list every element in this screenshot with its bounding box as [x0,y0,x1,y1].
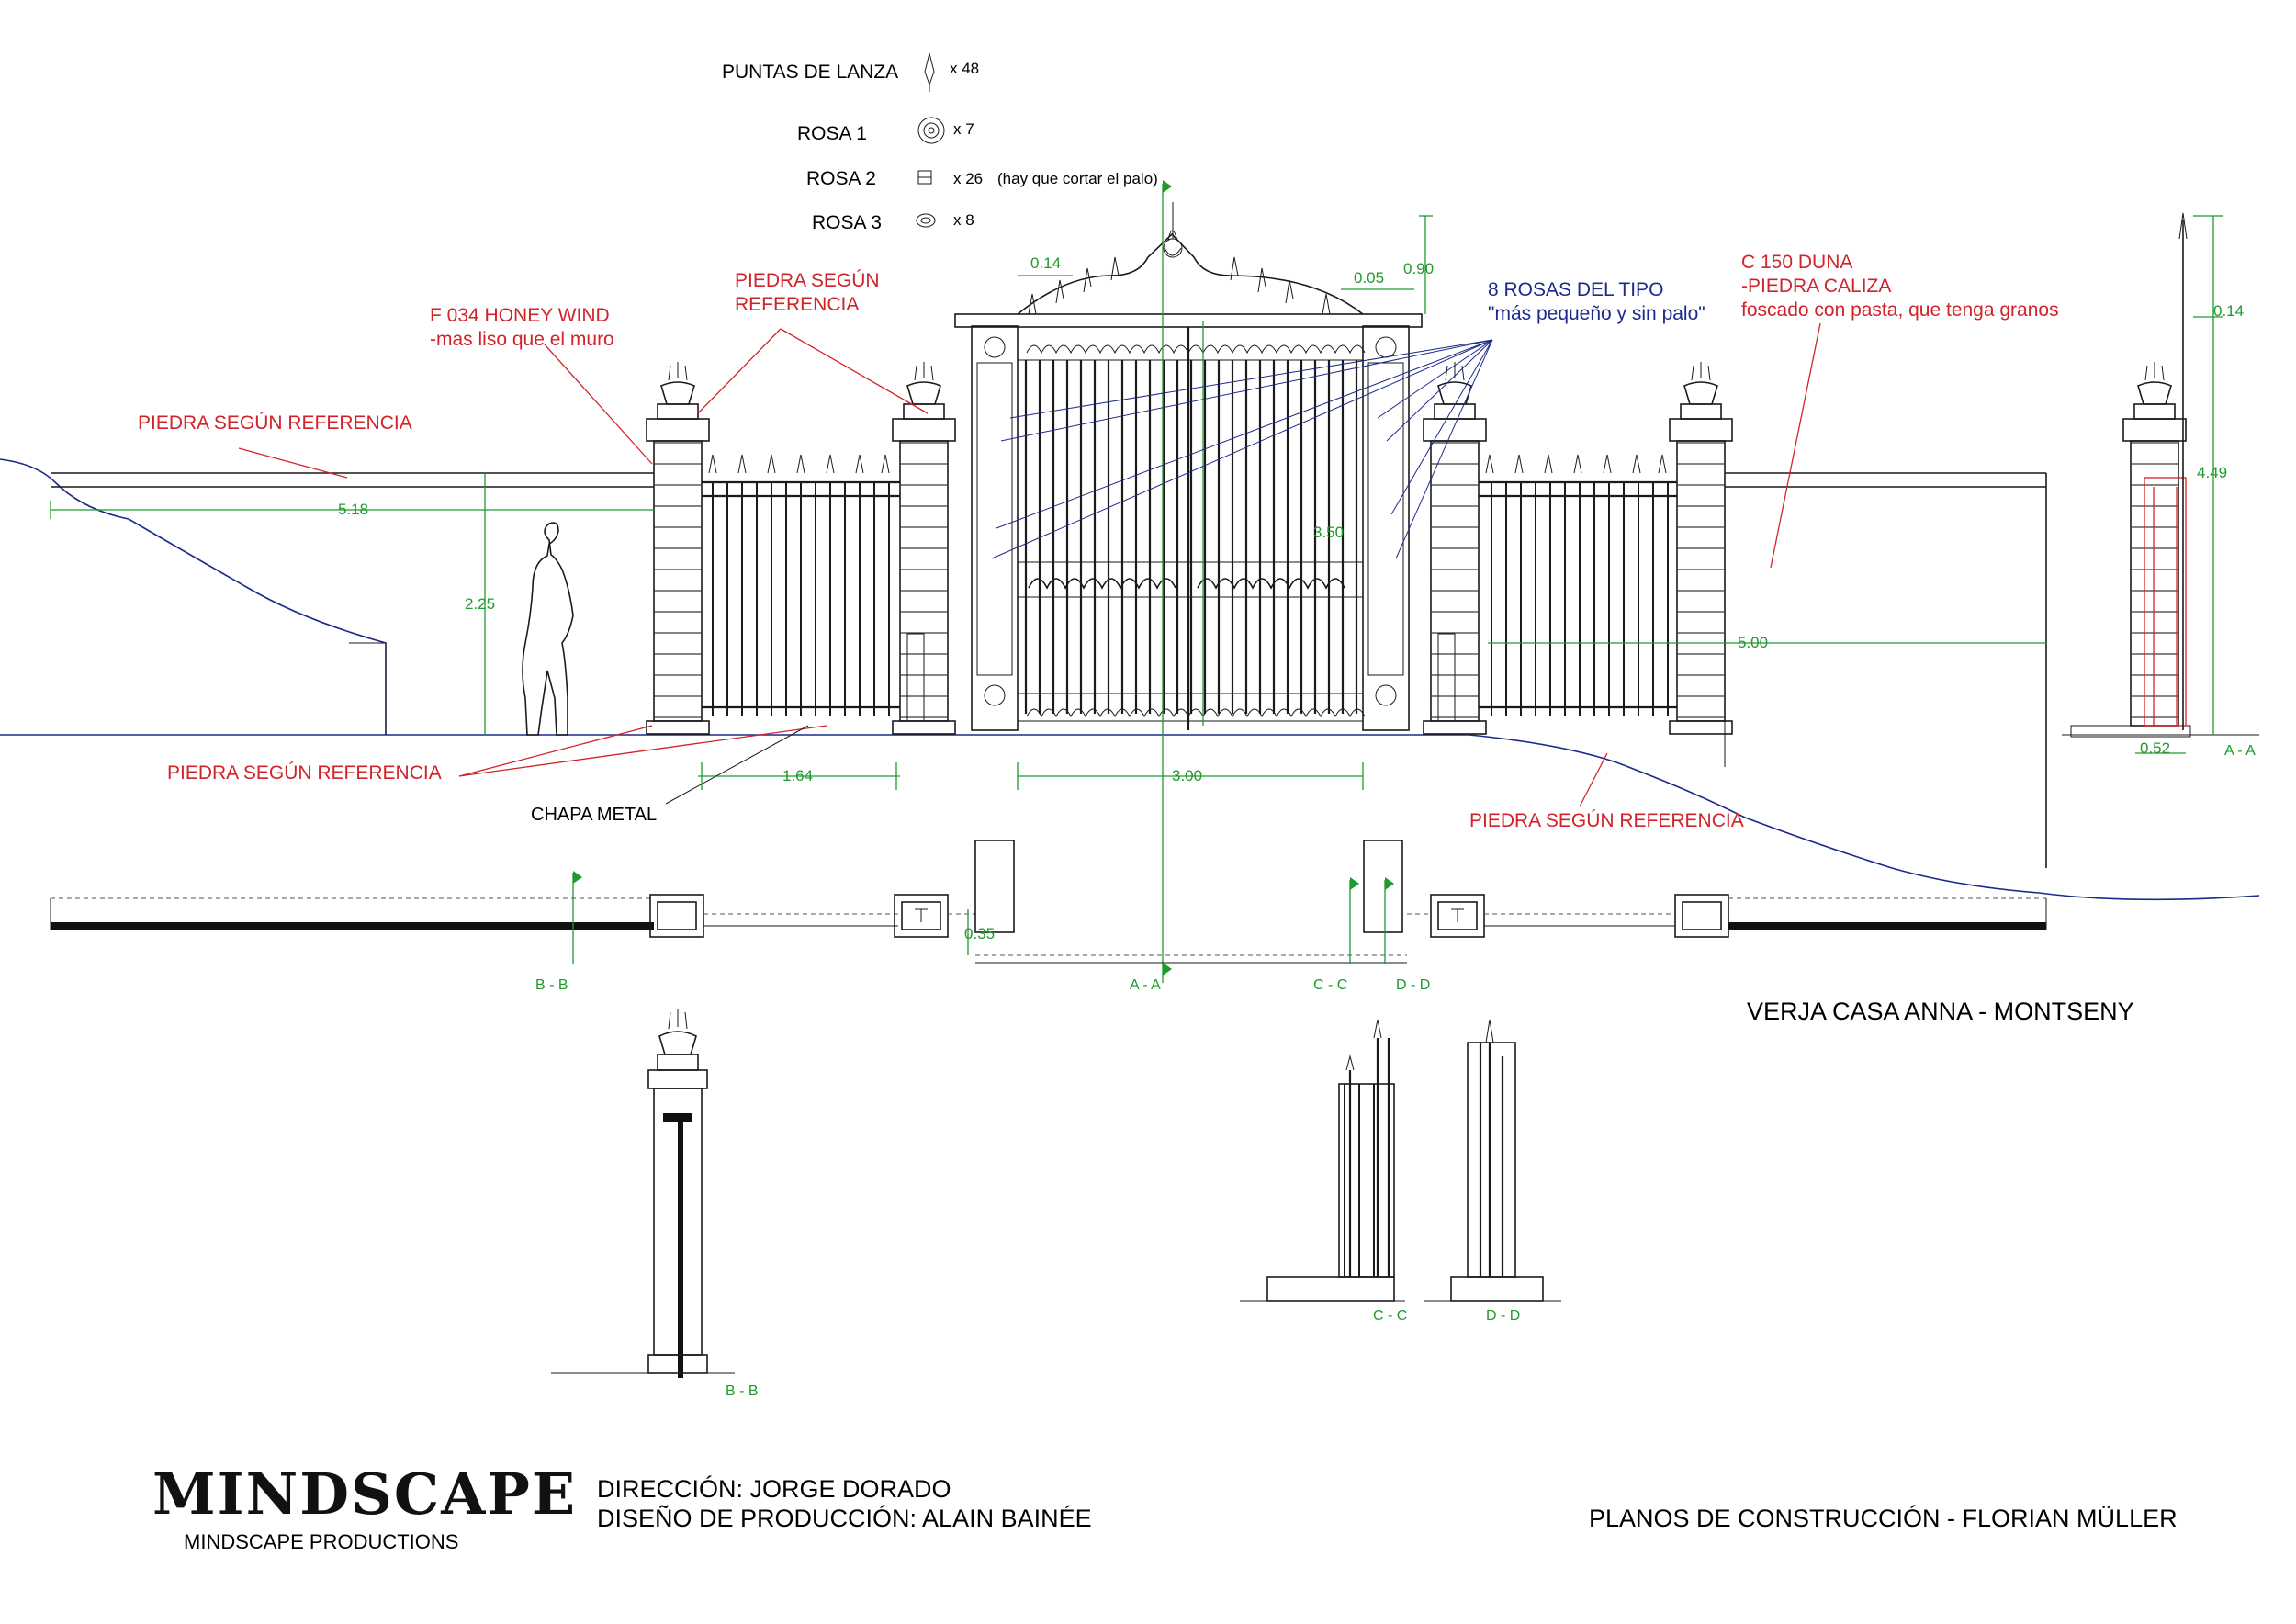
legend-label-spear: PUNTAS DE LANZA [722,62,898,83]
note-piedra-top-2: REFERENCIA [735,294,859,315]
right-wall [1724,472,2047,868]
dim-0-52: 0.52 [2140,739,2170,757]
dim-0-14: 0.14 [1030,254,1061,272]
legend-count-rose2: x 26 [953,170,983,187]
detail-bb: B - B [551,1009,759,1399]
credit-diseno: DISEÑO DE PRODUCCIÓN: ALAIN BAINÉE [597,1504,1092,1532]
pillar-3 [1423,362,1487,735]
section-label-dd-detail: D - D [1486,1308,1520,1324]
rose-1-icon [917,117,945,144]
legend-label-rose2: ROSA 2 [806,168,876,189]
leader-honey [544,344,653,465]
note-honey-2: -mas liso que el muro [430,329,614,350]
logo-subtitle: MINDSCAPE PRODUCTIONS [184,1530,458,1553]
leader-piedra-bottom-a [458,725,653,777]
dim-5-00: 5.00 [1738,634,1768,651]
dim-4-49: 4.49 [2197,464,2227,481]
terrain-line-left [0,458,387,735]
section-label-cc: C - C [1313,977,1347,993]
legend-count-rose3: x 8 [953,211,974,229]
note-honey-1: F 034 HONEY WIND [430,305,610,326]
section-label-bb: B - B [535,977,568,993]
dim-1-64: 1.64 [782,767,813,784]
legend-count-rose1: x 7 [953,120,974,138]
plan-view: 0.35 B - B A - A C - C D - D [50,840,2047,993]
note-duna-2: -PIEDRA CALIZA [1741,276,1891,297]
section-label-aa-side: A - A [2224,743,2256,759]
note-rosas-1: 8 ROSAS DEL TIPO [1488,279,1663,300]
note-duna-3: foscado con pasta, que tenga granos [1741,299,2059,321]
credit-direccion: DIRECCIÓN: JORGE DORADO [597,1474,951,1503]
leader-piedra-bottom-right [1579,752,1608,807]
spear-tip-icon [924,52,935,92]
section-label-dd: D - D [1396,977,1430,993]
dim-3-50: 3.50 [1313,524,1344,541]
dim-0-90: 0.90 [1403,260,1434,277]
leader-chapa [665,725,809,805]
credit-planos: PLANOS DE CONSTRUCCIÓN - FLORIAN MÜLLER [1589,1504,2178,1532]
dim-2-25: 2.25 [465,595,495,613]
dim-0-05: 0.05 [1354,269,1384,287]
main-gate [954,202,1423,731]
leader-rosas [991,339,1493,559]
note-rosas-2: "más pequeño y sin palo" [1488,303,1705,324]
dim-5-18: 5.18 [338,501,368,518]
note-piedra-left: PIEDRA SEGÚN REFERENCIA [138,412,412,434]
section-label-cc-detail: C - C [1373,1308,1407,1324]
logo-wordmark: MINDSCAPE [152,1460,577,1528]
logo: MINDSCAPE MINDSCAPE PRODUCTIONS [152,1460,577,1553]
terrain-line-right [1469,734,2260,901]
note-duna-1: C 150 DUNA [1741,252,1852,273]
dim-0-35: 0.35 [964,925,995,942]
note-piedra-bottom-left: PIEDRA SEGÚN REFERENCIA [167,762,442,784]
note-piedra-top-1: PIEDRA SEGÚN [735,270,880,291]
legend-label-rose1: ROSA 1 [797,123,867,144]
pillar-2 [892,362,956,735]
drawing-title: VERJA CASA ANNA - MONTSENY [1747,998,2134,1025]
detail-cc: C - C [1240,1019,1407,1324]
left-wall [51,472,654,735]
legend-label-rose3: ROSA 3 [812,212,882,233]
rose-3-icon [916,213,936,228]
legend-note-rose2: (hay que cortar el palo) [997,170,1158,187]
human-silhouette-icon [522,522,574,736]
legend: PUNTAS DE LANZA x 48 ROSA 1 x 7 ROSA 2 x… [722,52,1158,233]
leader-piedra-top-a [697,328,782,414]
section-label-aa: A - A [1130,977,1161,993]
section-label-bb-detail: B - B [726,1383,759,1399]
dim-side-0-14: 0.14 [2213,302,2244,320]
front-elevation: 0.14 0.05 0.90 5.18 2.25 3.50 5.00 1.64 … [0,180,2260,983]
note-chapa-metal: CHAPA METAL [531,805,657,825]
fence-panel-right [1479,454,1677,716]
detail-dd: D - D [1424,1019,1561,1324]
leader-duna [1770,322,1821,569]
pillar-1 [646,362,710,735]
leader-piedra-bottom-b [458,725,827,777]
leader-piedra-top-b [780,328,929,414]
leader-piedra-left [238,447,348,479]
side-section-aa: 0.14 4.49 0.52 A - A [2062,212,2259,759]
fence-panel-left [702,454,900,716]
pillar-4 [1669,362,1733,735]
dim-3-00: 3.00 [1172,767,1202,784]
legend-count-spear: x 48 [950,60,979,77]
note-piedra-bottom-right: PIEDRA SEGÚN REFERENCIA [1469,810,1744,831]
rose-2-icon [917,170,932,185]
dimension-lines [50,215,2046,790]
